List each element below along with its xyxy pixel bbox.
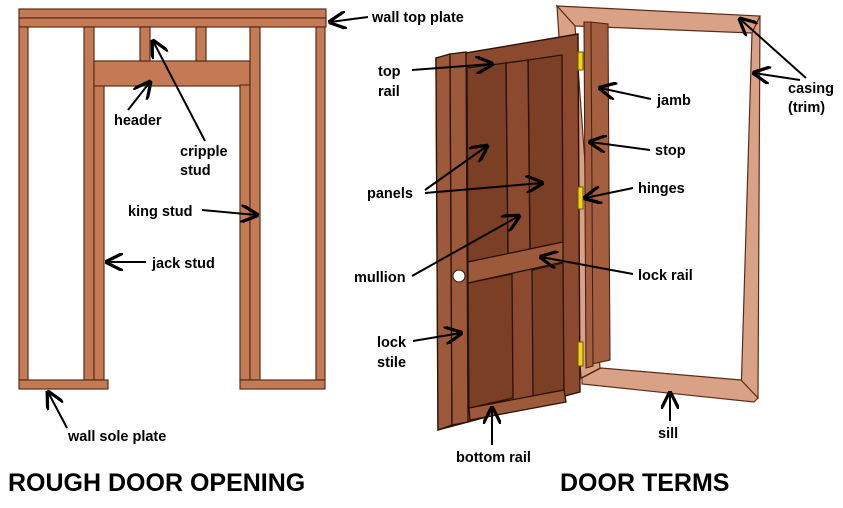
label-stop: stop [655, 143, 686, 159]
door [435, 33, 584, 431]
label-king-stud: king stud [128, 204, 192, 220]
label-hinges: hinges [638, 181, 685, 197]
lock-stile [449, 51, 469, 426]
cripple-stud-2 [195, 26, 207, 62]
arrow-header [127, 82, 150, 111]
title-door-terms: DOOR TERMS [560, 469, 729, 497]
label-header: header [114, 113, 162, 129]
arrow-cripple-stud [153, 41, 206, 142]
label-lock-rail: lock rail [638, 268, 693, 284]
label-top-rail-2: rail [378, 84, 400, 100]
arrow-lock-rail [541, 257, 634, 275]
arrow-casing-2 [754, 73, 801, 80]
hinge-bottom [577, 341, 584, 367]
label-lock-stile-2: stile [377, 355, 406, 371]
arrow-mullion [411, 216, 519, 277]
rough-framing [18, 8, 327, 390]
label-jack-stud: jack stud [151, 256, 215, 272]
hinge-middle [577, 186, 584, 210]
arrow-panels-1 [424, 146, 487, 191]
door-frame [555, 4, 761, 403]
panel-top-right [527, 54, 564, 250]
label-sill: sill [658, 426, 678, 442]
wall-stud-left [18, 26, 29, 381]
label-wall-top-plate: wall top plate [371, 10, 464, 26]
label-jamb: jamb [656, 93, 691, 109]
label-top-rail-1: top [378, 64, 401, 80]
king-stud-right [249, 26, 261, 381]
arrow-panels-2 [424, 183, 542, 194]
cripple-stud-1 [139, 26, 151, 62]
sill [581, 367, 759, 403]
label-bottom-rail: bottom rail [456, 450, 531, 466]
arrow-casing-1 [740, 19, 807, 79]
arrow-hinges [585, 188, 634, 198]
door-edge [435, 53, 453, 431]
arrow-stop [590, 142, 651, 150]
wall-top-plate-lower [18, 17, 327, 28]
label-cripple-stud-2: stud [180, 163, 211, 179]
jack-stud-right [239, 84, 251, 381]
label-casing-2: (trim) [788, 100, 825, 116]
label-wall-sole-plate: wall sole plate [67, 429, 166, 445]
wall-sole-plate-left [18, 379, 109, 390]
door-knob-hole [452, 269, 466, 283]
arrow-wall-top-plate [330, 17, 369, 22]
wall-stud-right [315, 26, 326, 381]
panel-bottom-left [467, 273, 514, 409]
panel-bottom-right [531, 262, 565, 397]
arrow-lock-stile [412, 333, 461, 341]
wall-sole-plate-right [239, 379, 326, 390]
label-cripple-stud-1: cripple [180, 144, 228, 160]
header [93, 60, 251, 87]
mullion [505, 59, 531, 255]
hinge-top [577, 51, 584, 71]
arrow-top-rail [411, 64, 492, 70]
arrow-jamb [600, 88, 652, 99]
label-panels: panels [367, 186, 413, 202]
label-lock-stile-1: lock [377, 335, 407, 351]
king-stud-left [83, 26, 95, 381]
jack-stud-left [93, 84, 105, 381]
panel-top-left [466, 62, 509, 263]
wall-top-plate [18, 8, 327, 19]
arrow-king-stud [201, 210, 257, 215]
label-mullion: mullion [354, 270, 406, 286]
title-rough-door-opening: ROUGH DOOR OPENING [8, 469, 305, 497]
label-casing-1: casing [788, 81, 834, 97]
stop [583, 21, 594, 369]
arrow-wall-sole-plate [48, 392, 68, 429]
